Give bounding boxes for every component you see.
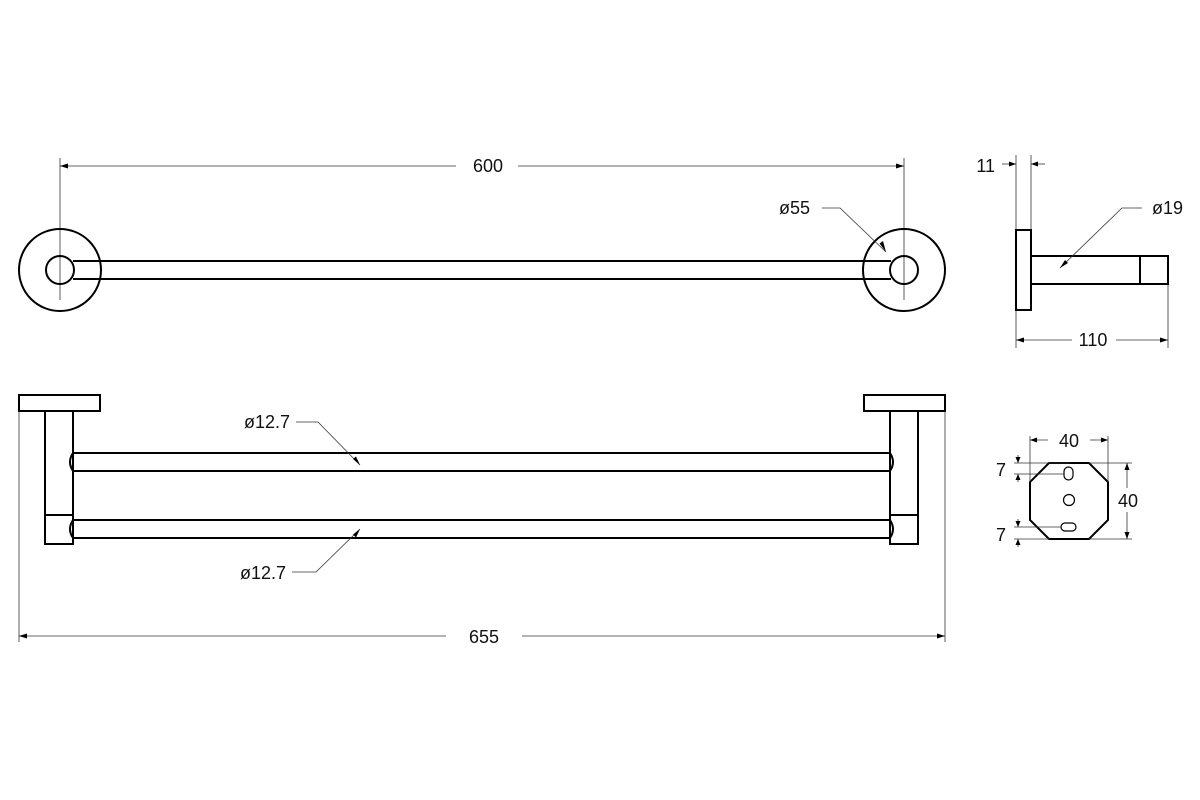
wall-plate	[1015, 229, 1032, 311]
dim-hole-offset-top: 7	[996, 460, 1006, 480]
left-bracket-arm	[44, 410, 74, 545]
dim-base-diameter: ø55	[779, 198, 810, 218]
left-mount-plate	[18, 394, 101, 412]
dim-plate-thickness: 11	[976, 156, 995, 176]
plate-detail: 40 40 7 7	[996, 431, 1138, 547]
dim-rod-diameter-bottom: ø12.7	[240, 563, 286, 583]
front-view: ø12.7 ø12.7 655	[18, 394, 946, 647]
side-view: 11 ø19 110	[976, 155, 1183, 350]
dim-length-centers: 600	[473, 156, 503, 176]
upper-rod	[69, 452, 894, 472]
center-hole	[1062, 493, 1076, 507]
right-mount-plate	[863, 394, 946, 412]
slot-hole-bottom	[1060, 522, 1077, 532]
dim-bar-end-diameter: ø19	[1152, 198, 1183, 218]
right-bracket-arm	[889, 410, 919, 545]
dim-projection: 110	[1079, 330, 1108, 350]
lower-rod	[69, 519, 894, 539]
right-rosette	[862, 228, 946, 312]
dim-plate-width: 40	[1059, 431, 1079, 451]
dim-hole-offset-bottom: 7	[996, 525, 1006, 545]
dim-overall-length: 655	[469, 627, 499, 647]
dim-rod-diameter-top: ø12.7	[244, 412, 290, 432]
slot-hole-top	[1063, 466, 1074, 481]
left-rosette	[18, 228, 102, 312]
bar-end	[1030, 255, 1169, 285]
top-view: 600 ø55	[18, 156, 946, 312]
dim-plate-height: 40	[1118, 491, 1138, 511]
